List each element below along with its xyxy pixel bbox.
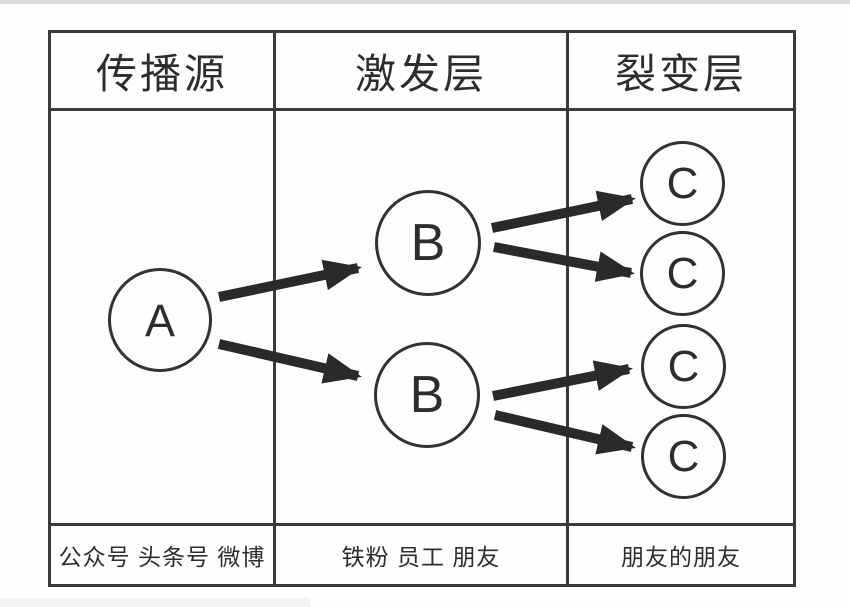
table-outer-border: [48, 30, 796, 587]
column-header-source: 传播源: [96, 51, 228, 97]
column-divider-2: [566, 30, 569, 587]
footer-label-source-channels: 公众号 头条号 微博: [58, 544, 266, 570]
node-b-2: B: [374, 342, 480, 448]
node-c-3: C: [641, 324, 726, 409]
node-c-4: C: [641, 414, 726, 499]
top-strip-decoration: [0, 0, 850, 4]
node-c-1: C: [640, 141, 725, 226]
column-divider-1: [273, 30, 276, 587]
bottom-strip-decoration: [0, 598, 310, 607]
node-c1-label: C: [666, 158, 699, 208]
column-header-activation: 激发层: [355, 51, 487, 97]
node-a-label: A: [144, 294, 175, 346]
node-c2-label: C: [666, 248, 699, 298]
node-c-2: C: [640, 231, 725, 316]
footer-label-fission-people: 朋友的朋友: [621, 544, 741, 570]
node-c4-label: C: [667, 431, 700, 481]
node-a-source: A: [108, 268, 212, 372]
node-b-1: B: [375, 190, 481, 296]
node-b2-label: B: [409, 366, 445, 424]
header-row-divider: [48, 108, 796, 111]
node-b1-label: B: [410, 214, 446, 272]
footer-label-activation-people: 铁粉 员工 朋友: [341, 544, 501, 570]
node-c3-label: C: [667, 341, 700, 391]
column-header-fission: 裂变层: [615, 51, 747, 97]
footer-row-divider: [48, 523, 796, 526]
